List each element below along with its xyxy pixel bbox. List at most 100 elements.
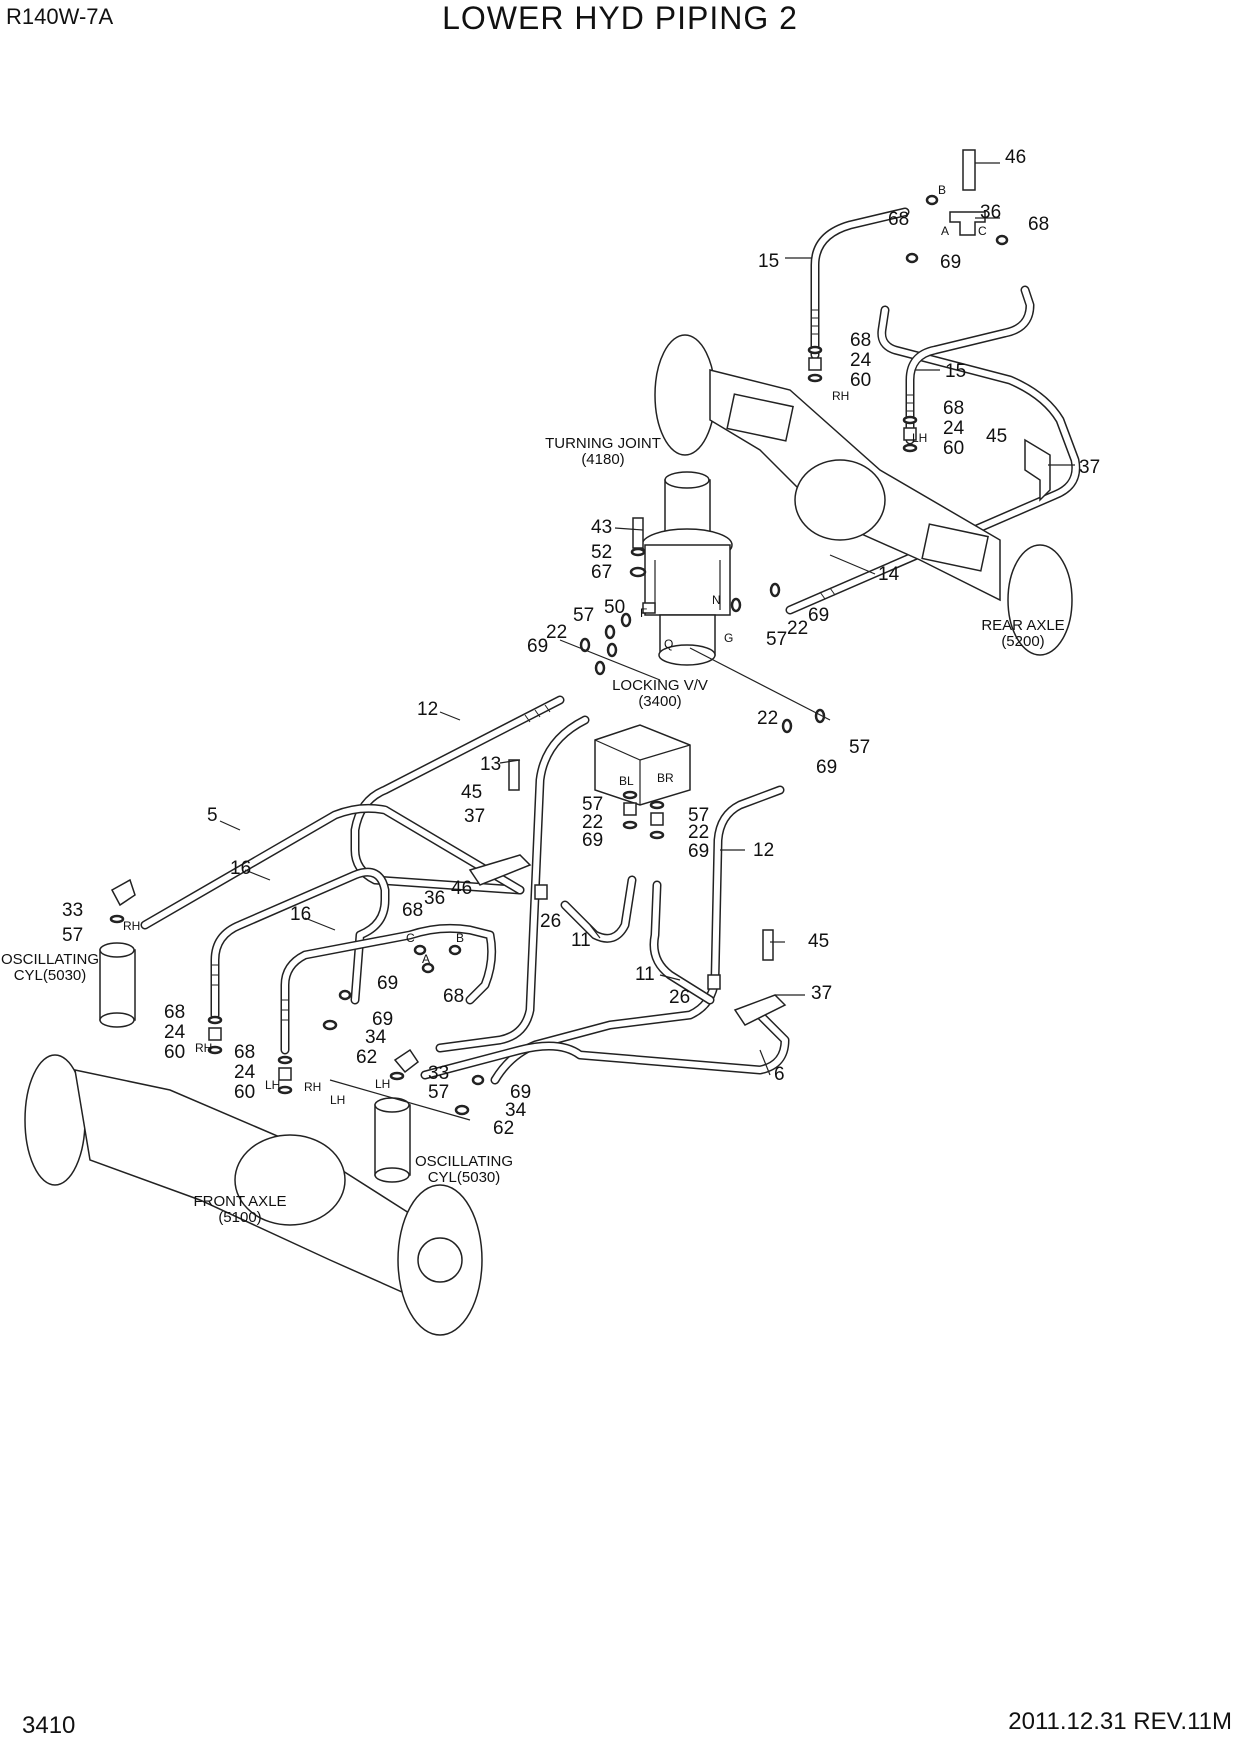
turning-joint-label-1: TURNING JOINT bbox=[545, 435, 661, 452]
port-mark-a: A bbox=[422, 952, 430, 966]
osc-cyl-right-label-2: CYL(5030) bbox=[428, 1169, 501, 1186]
oscillating-cylinder-left bbox=[99, 942, 136, 1028]
callout-69: 69 bbox=[510, 1082, 531, 1103]
callout-5: 5 bbox=[207, 805, 218, 826]
front-axle-label-2: (5100) bbox=[218, 1209, 261, 1226]
callout-68: 68 bbox=[164, 1002, 185, 1023]
port-mark-lh: LH bbox=[265, 1078, 280, 1092]
callout-12: 12 bbox=[417, 699, 438, 720]
port-mark-lh: LH bbox=[330, 1093, 345, 1107]
hydraulic-piping-diagram: 4636686869156824601568246045374352675057… bbox=[1, 147, 1100, 1336]
callout-37: 37 bbox=[464, 806, 485, 827]
osc-cyl-right-label-1: OSCILLATING bbox=[415, 1153, 513, 1170]
callout-68: 68 bbox=[443, 986, 464, 1007]
callout-67: 67 bbox=[591, 562, 612, 583]
port-mark-q: Q bbox=[664, 637, 673, 651]
brackets bbox=[468, 438, 1051, 1026]
callout-37: 37 bbox=[811, 983, 832, 1004]
callout-22: 22 bbox=[688, 822, 709, 843]
page-header: R140W-7A LOWER HYD PIPING 2 bbox=[0, 0, 1240, 40]
callout-15: 15 bbox=[945, 361, 966, 382]
hose-braid-marks bbox=[212, 309, 913, 1021]
pipe-network bbox=[140, 207, 1081, 1085]
callout-6: 6 bbox=[774, 1064, 785, 1085]
callout-62: 62 bbox=[493, 1118, 514, 1139]
callout-69: 69 bbox=[808, 605, 829, 626]
rear-axle-label-1: REAR AXLE bbox=[981, 617, 1064, 634]
callout-43: 43 bbox=[591, 517, 612, 538]
callout-15: 15 bbox=[758, 251, 779, 272]
rear-axle-label-2: (5200) bbox=[1001, 633, 1044, 650]
fittings-and-rings bbox=[109, 149, 1009, 1116]
callout-36: 36 bbox=[980, 202, 1001, 223]
turning-joint-label-2: (4180) bbox=[581, 451, 624, 468]
callout-24: 24 bbox=[850, 350, 872, 371]
oscillating-cylinder-right bbox=[374, 1097, 411, 1183]
callout-57: 57 bbox=[766, 629, 787, 650]
callout-45: 45 bbox=[986, 426, 1007, 447]
model-number: R140W-7A bbox=[6, 4, 114, 29]
callout-69: 69 bbox=[940, 252, 961, 273]
page-number: 3410 bbox=[22, 1712, 76, 1739]
callout-46: 46 bbox=[451, 878, 472, 899]
callout-68: 68 bbox=[888, 209, 909, 230]
component-labels: TURNING JOINT (4180) LOCKING V/V (3400) … bbox=[1, 435, 1065, 1226]
callout-60: 60 bbox=[943, 438, 964, 459]
callout-69: 69 bbox=[816, 757, 837, 778]
callout-16: 16 bbox=[230, 858, 251, 879]
callout-60: 60 bbox=[850, 370, 871, 391]
turning-joint-assembly bbox=[641, 471, 733, 666]
port-mark-br: BR bbox=[657, 771, 674, 785]
callout-14: 14 bbox=[878, 564, 900, 585]
osc-cyl-left-label-2: CYL(5030) bbox=[14, 967, 87, 984]
callout-57: 57 bbox=[582, 794, 603, 815]
locking-valve bbox=[594, 724, 691, 806]
callout-52: 52 bbox=[591, 542, 612, 563]
callout-33: 33 bbox=[428, 1063, 449, 1084]
callout-26: 26 bbox=[540, 911, 561, 932]
callout-24: 24 bbox=[943, 418, 965, 439]
callout-60: 60 bbox=[164, 1042, 185, 1063]
callout-57: 57 bbox=[688, 805, 709, 826]
callout-22: 22 bbox=[787, 618, 808, 639]
callout-57: 57 bbox=[573, 605, 594, 626]
callout-22: 22 bbox=[582, 812, 603, 833]
callout-68: 68 bbox=[234, 1042, 255, 1063]
callout-45: 45 bbox=[808, 931, 829, 952]
port-mark-c: C bbox=[406, 931, 415, 945]
port-mark-rh: RH bbox=[832, 389, 849, 403]
port-mark-b: B bbox=[456, 931, 464, 945]
callout-33: 33 bbox=[62, 900, 83, 921]
callout-26: 26 bbox=[669, 987, 690, 1008]
callout-12: 12 bbox=[753, 840, 774, 861]
callout-69: 69 bbox=[688, 841, 709, 862]
callout-57: 57 bbox=[849, 737, 870, 758]
callout-60: 60 bbox=[234, 1082, 255, 1103]
callout-22: 22 bbox=[546, 622, 567, 643]
callout-46: 46 bbox=[1005, 147, 1026, 168]
rear-axle-assembly bbox=[654, 334, 1073, 656]
callout-68: 68 bbox=[943, 398, 964, 419]
front-axle-assembly bbox=[24, 1054, 483, 1336]
port-mark-b: B bbox=[938, 183, 946, 197]
port-mark-rh: RH bbox=[304, 1080, 321, 1094]
callout-68: 68 bbox=[850, 330, 871, 351]
callout-11: 11 bbox=[571, 930, 591, 951]
port-mark-g: G bbox=[724, 631, 733, 645]
page-title: LOWER HYD PIPING 2 bbox=[442, 0, 798, 36]
revision-date: 2011.12.31 REV.11M bbox=[1008, 1708, 1232, 1735]
leader-lines bbox=[219, 162, 1075, 1121]
pipe-12 bbox=[350, 695, 565, 895]
callout-45: 45 bbox=[461, 782, 482, 803]
callout-24: 24 bbox=[234, 1062, 256, 1083]
callout-36: 36 bbox=[424, 888, 445, 909]
callout-11: 11 bbox=[635, 964, 655, 985]
callout-62: 62 bbox=[356, 1047, 377, 1068]
callout-69: 69 bbox=[527, 636, 548, 657]
callout-34: 34 bbox=[505, 1100, 527, 1121]
callout-16: 16 bbox=[290, 904, 311, 925]
callout-34: 34 bbox=[365, 1027, 387, 1048]
callout-13: 13 bbox=[480, 754, 501, 775]
